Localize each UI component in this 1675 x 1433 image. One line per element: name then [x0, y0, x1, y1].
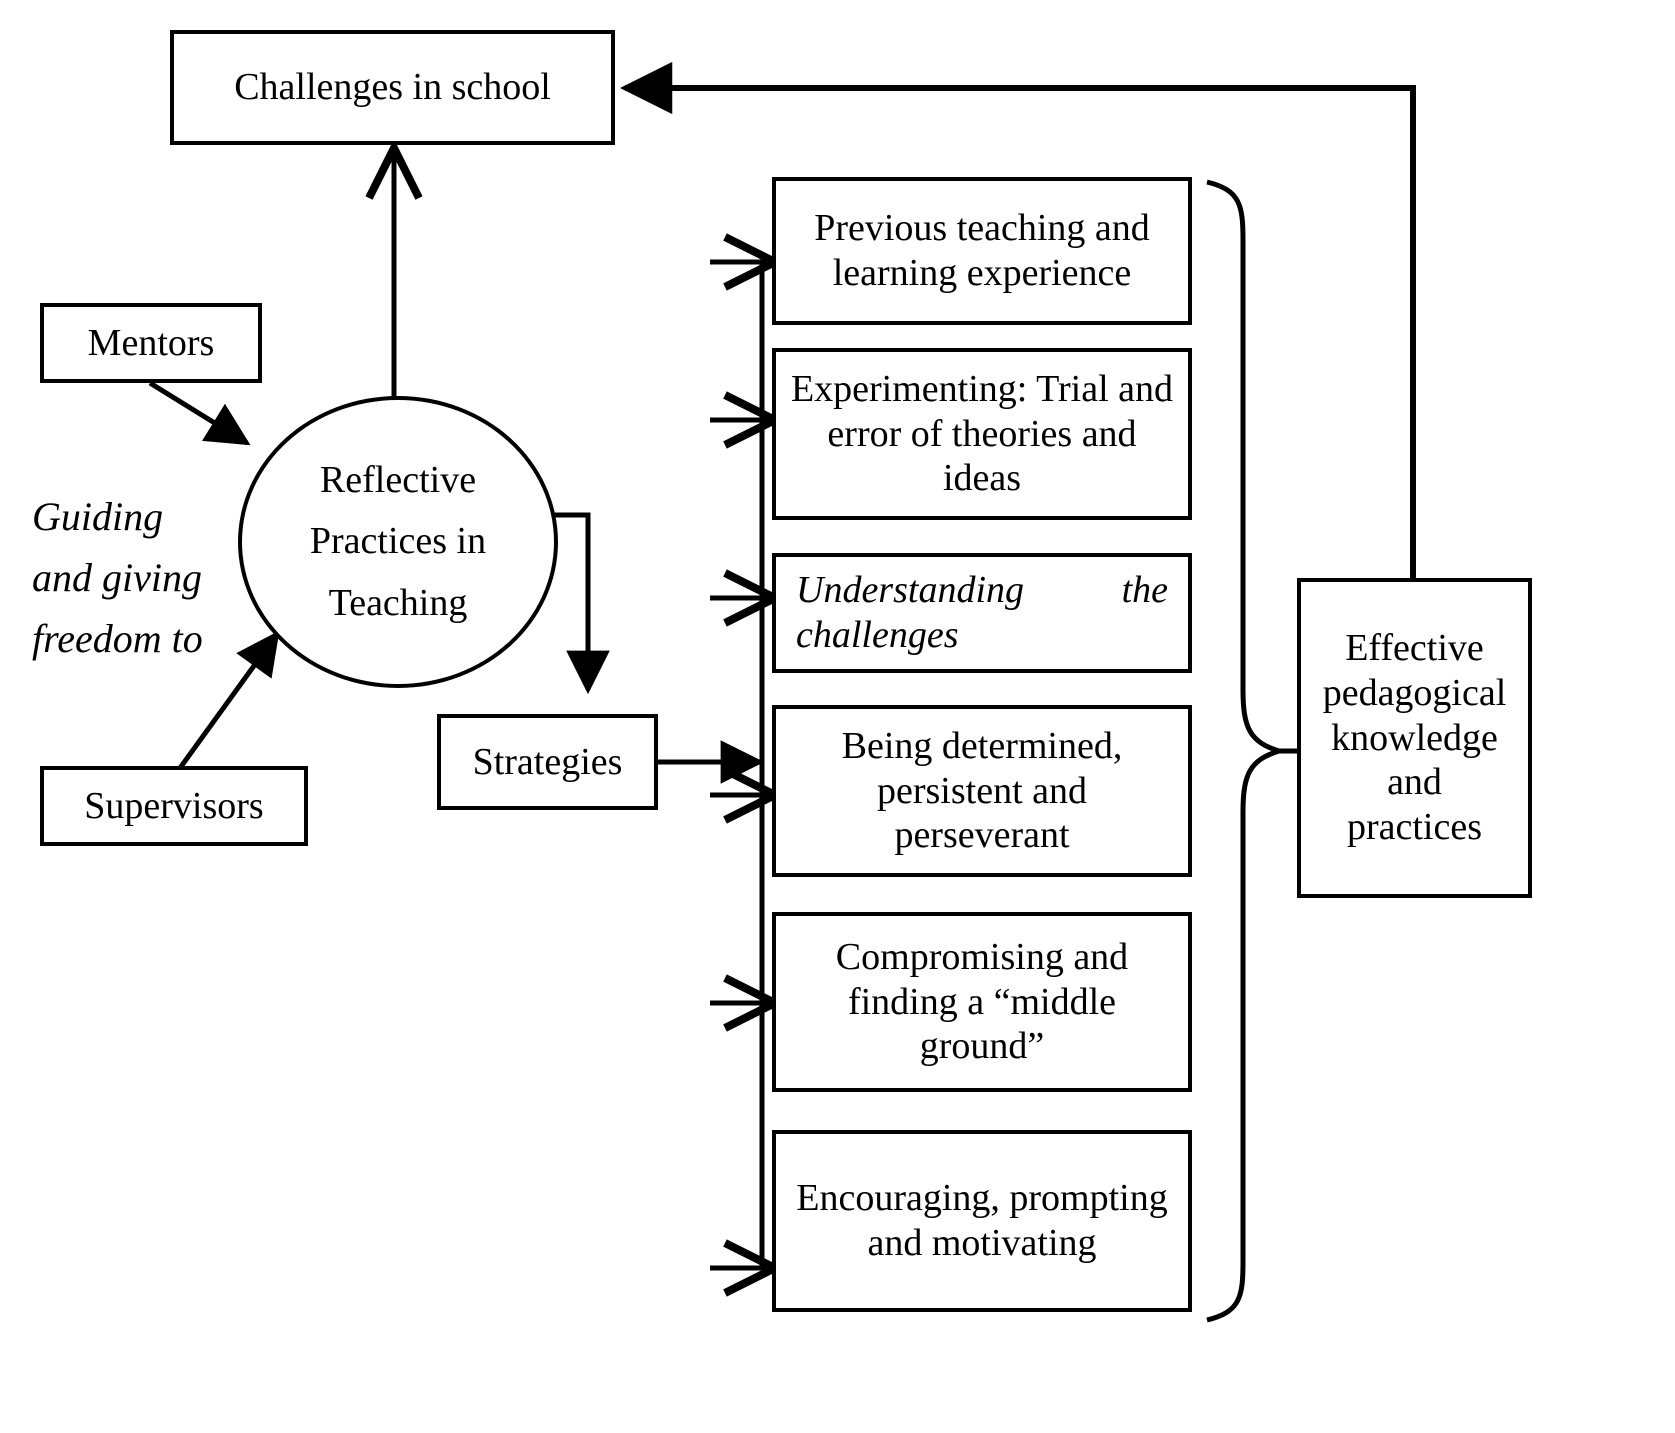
node-supervisors-label: Supervisors: [84, 784, 264, 827]
node-challenges-in-school[interactable]: Challenges in school: [170, 30, 615, 145]
outcome-line-2: pedagogical: [1322, 671, 1507, 714]
node-strategy-being-determined[interactable]: Being determined, persistent and perseve…: [772, 705, 1192, 877]
edge-mentors-to-reflective: [148, 380, 247, 443]
node-strategy-understanding-challenges[interactable]: Understanding the challenges: [772, 553, 1192, 673]
outcome-line-1: Effective: [1345, 626, 1484, 669]
strategy-label: Encouraging, prompting and motivating: [796, 1177, 1168, 1264]
node-challenges-label: Challenges in school: [234, 66, 551, 109]
outcome-line-3: knowledge: [1331, 716, 1498, 759]
strategy-distribution-trunk: [710, 262, 778, 1268]
strategy-label: Previous teaching and learning experienc…: [814, 207, 1150, 294]
strategy-label: Being determined, persistent and perseve…: [841, 724, 1123, 857]
node-mentors[interactable]: Mentors: [40, 303, 262, 383]
node-effective-pedagogical-knowledge[interactable]: Effective pedagogical knowledge and prac…: [1297, 578, 1532, 898]
node-mentors-label: Mentors: [87, 321, 215, 364]
outcome-line-4: and: [1387, 761, 1442, 804]
edge-annotation-guiding: Guiding and giving freedom to: [32, 494, 203, 661]
outcome-label: Effective pedagogical knowledge and prac…: [1323, 626, 1507, 850]
outcome-line-5: practices: [1346, 806, 1483, 849]
reflective-line-1: Reflective: [319, 458, 477, 501]
edge-reflective-to-strategies: [553, 512, 588, 690]
node-strategies[interactable]: Strategies: [437, 714, 658, 810]
grouping-brace: [1206, 179, 1288, 1323]
node-reflective-practices[interactable]: Reflective Practices in Teaching: [238, 396, 558, 688]
reflective-line-3: Teaching: [328, 581, 468, 624]
node-strategies-label: Strategies: [472, 740, 623, 783]
node-strategy-encouraging[interactable]: Encouraging, prompting and motivating: [772, 1130, 1192, 1312]
node-strategy-compromising[interactable]: Compromising and finding a “middle groun…: [772, 912, 1192, 1092]
node-supervisors[interactable]: Supervisors: [40, 766, 308, 846]
strategy-label: Compromising and finding a “middle groun…: [835, 935, 1129, 1068]
node-reflective-label: Reflective Practices in Teaching: [310, 450, 486, 635]
reflective-line-2: Practices in: [309, 520, 487, 563]
strategy-label: Experimenting: Trial and error of theori…: [790, 367, 1174, 500]
node-strategy-experimenting[interactable]: Experimenting: Trial and error of theori…: [772, 348, 1192, 520]
strategy-label: Understanding the challenges: [796, 569, 1168, 656]
node-strategy-previous-experience[interactable]: Previous teaching and learning experienc…: [772, 177, 1192, 325]
